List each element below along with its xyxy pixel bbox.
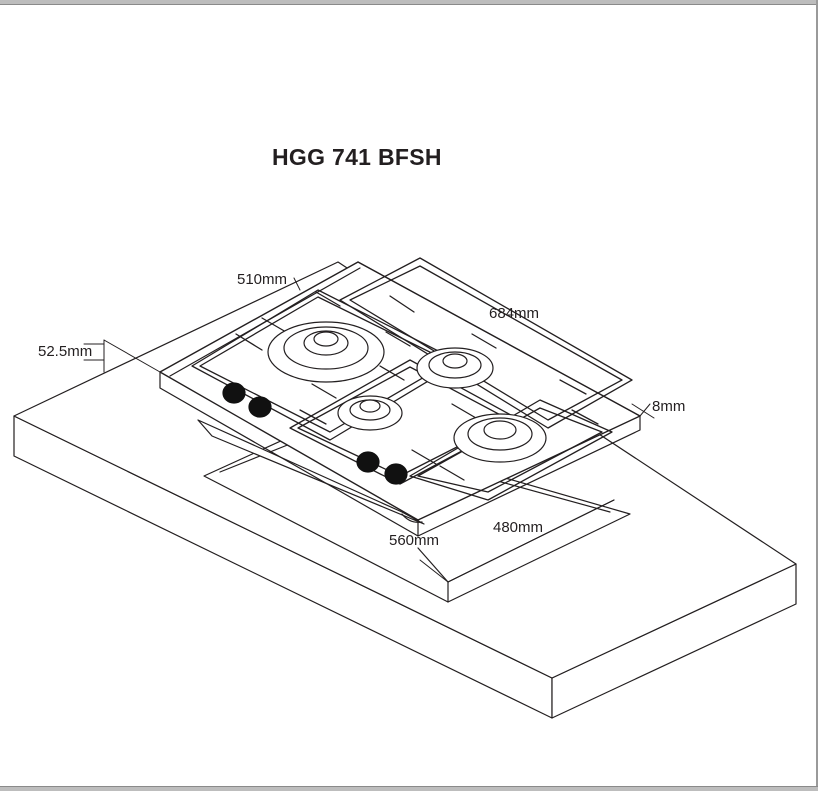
dimline-684 bbox=[357, 261, 641, 417]
dimension-width-depth-label: 510mm bbox=[237, 271, 288, 288]
dimline-560 bbox=[419, 559, 449, 583]
hob-underside bbox=[197, 419, 425, 525]
model-title: HGG 741 BFSH bbox=[272, 144, 442, 170]
dimension-lines bbox=[83, 261, 655, 583]
dimension-cutout-width-label: 560mm bbox=[389, 532, 440, 549]
burners bbox=[267, 321, 547, 463]
dimension-thickness-label: 8mm bbox=[652, 398, 686, 415]
knob-4 bbox=[384, 463, 408, 485]
control-knobs bbox=[222, 382, 408, 485]
dimline-480 bbox=[447, 499, 615, 583]
bottom-border bbox=[0, 786, 818, 791]
dimension-length-label: 684mm bbox=[489, 305, 540, 322]
top-border bbox=[0, 0, 818, 5]
dimension-height-label: 52.5mm bbox=[38, 343, 93, 360]
knob-1 bbox=[222, 382, 246, 404]
knob-2 bbox=[248, 396, 272, 418]
knob-3 bbox=[356, 451, 380, 473]
right-border bbox=[816, 0, 818, 791]
dimension-cutout-depth-label: 480mm bbox=[493, 519, 544, 536]
dimline-510 bbox=[103, 339, 161, 373]
